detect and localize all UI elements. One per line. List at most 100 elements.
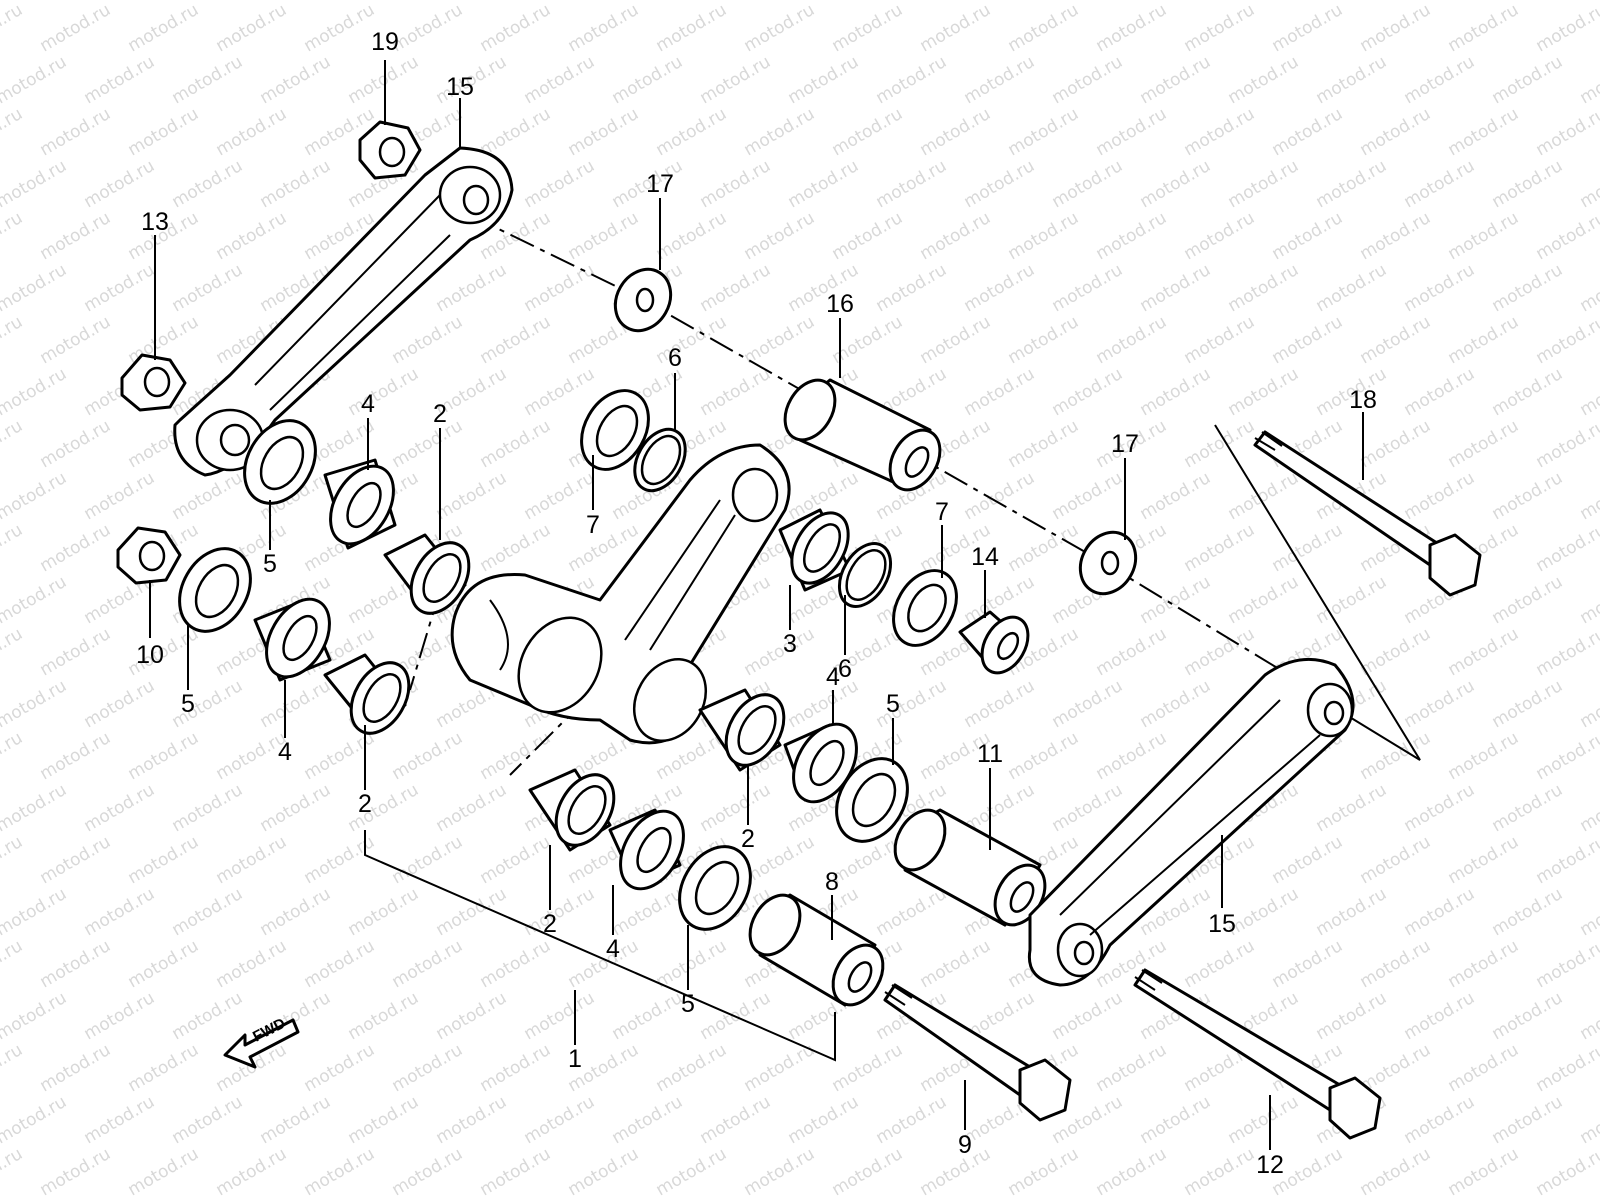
watermark-text: motod.ru [1533, 936, 1600, 992]
watermark-text: motod.ru [873, 1092, 951, 1148]
watermark-text: motod.ru [1005, 728, 1083, 784]
watermark-text: motod.ru [0, 364, 70, 420]
watermark-text: motod.ru [1313, 988, 1391, 1044]
nut-13 [120, 353, 187, 412]
callout-2-upper: 2 [433, 400, 447, 428]
watermark-text: motod.ru [81, 468, 159, 524]
watermark-text: motod.ru [1093, 728, 1171, 784]
washer-5-front-lower [678, 845, 752, 931]
watermark-text: motod.ru [0, 156, 70, 212]
watermark-text: motod.ru [169, 468, 247, 524]
watermark-text: motod.ru [477, 312, 555, 368]
watermark-text: motod.ru [697, 1092, 775, 1148]
watermark-text: motod.ru [345, 364, 423, 420]
watermark-text: motod.ru [1181, 104, 1259, 160]
watermark-text: motod.ru [1049, 52, 1127, 108]
watermark-text: motod.ru [345, 988, 423, 1044]
watermark-text: motod.ru [1225, 1092, 1303, 1148]
watermark-text: motod.ru [345, 52, 423, 108]
watermark-text: motod.ru [1137, 52, 1215, 108]
watermark-text: motod.ru [0, 52, 70, 108]
watermark-text: motod.ru [1269, 104, 1347, 160]
watermark-text: motod.ru [653, 0, 731, 56]
watermark-text: motod.ru [1269, 832, 1347, 888]
callout-15-upper: 15 [446, 73, 474, 101]
watermark-text: motod.ru [521, 1092, 599, 1148]
watermark-text: motod.ru [873, 156, 951, 212]
watermark-text: motod.ru [433, 988, 511, 1044]
callout-18: 18 [1349, 386, 1377, 414]
watermark-text: motod.ru [1137, 364, 1215, 420]
callout-4-front: 4 [606, 935, 620, 963]
watermark-text: motod.ru [1357, 208, 1435, 264]
watermark-text: motod.ru [0, 208, 26, 264]
nut-10 [116, 526, 182, 585]
watermark-text: motod.ru [1445, 1040, 1523, 1096]
watermark-text: motod.ru [1049, 364, 1127, 420]
watermark-text: motod.ru [653, 312, 731, 368]
watermark-text: motod.ru [389, 0, 467, 56]
watermark-text: motod.ru [169, 0, 247, 4]
watermark-text: motod.ru [1225, 260, 1303, 316]
watermark-text: motod.ru [609, 1092, 687, 1148]
watermark-text: motod.ru [477, 416, 555, 472]
watermark-text: motod.ru [389, 1144, 467, 1200]
watermark-text: motod.ru [1313, 52, 1391, 108]
watermark-text: motod.ru [0, 676, 70, 732]
watermark-text: motod.ru [301, 832, 379, 888]
watermark-text: motod.ru [125, 936, 203, 992]
watermark-text: motod.ru [609, 988, 687, 1044]
watermark-text: motod.ru [1357, 312, 1435, 368]
watermark-text: motod.ru [741, 1144, 819, 1200]
watermark-text: motod.ru [433, 260, 511, 316]
fwd-direction-arrow: FWD [223, 1015, 300, 1069]
watermark-text: motod.ru [1445, 208, 1523, 264]
watermark-text: motod.ru [521, 52, 599, 108]
watermark-text: motod.ru [785, 156, 863, 212]
bearing-3 [778, 508, 852, 592]
watermark-text: motod.ru [697, 52, 775, 108]
watermark-text: motod.ru [1269, 0, 1347, 56]
watermark-text: motod.ru [1357, 1144, 1435, 1200]
watermark-text: motod.ru [521, 884, 599, 940]
watermark-text: motod.ru [81, 676, 159, 732]
watermark-text: motod.ru [1401, 1092, 1479, 1148]
watermark-text: motod.ru [785, 52, 863, 108]
watermark-text: motod.ru [1489, 1092, 1567, 1148]
watermark-text: motod.ru [37, 624, 115, 680]
watermark-text: motod.ru [521, 156, 599, 212]
watermark-text: motod.ru [565, 104, 643, 160]
watermark-text: motod.ru [1445, 1144, 1523, 1200]
watermark-text: motod.ru [653, 936, 731, 992]
watermark-text: motod.ru [1489, 780, 1567, 836]
tie-rod-upper [173, 146, 514, 477]
watermark-text: motod.ru [917, 104, 995, 160]
callout-7-lower: 7 [935, 498, 949, 526]
watermark-text: motod.ru [1357, 0, 1435, 56]
watermark-text: motod.ru [1093, 208, 1171, 264]
watermark-text: motod.ru [1313, 156, 1391, 212]
watermark-text: motod.ru [301, 0, 379, 56]
watermark-text: motod.ru [829, 1144, 907, 1200]
watermark-text: motod.ru [829, 104, 907, 160]
watermark-text: motod.ru [477, 0, 555, 56]
watermark-text: motod.ru [0, 572, 70, 628]
watermark-text: motod.ru [169, 156, 247, 212]
watermark-text: motod.ru [961, 156, 1039, 212]
watermark-text: motod.ru [917, 0, 995, 56]
watermark-text: motod.ru [521, 988, 599, 1044]
watermark-text: motod.ru [1093, 0, 1171, 56]
oring-6-upper [633, 427, 687, 493]
washer-5-lower [178, 547, 252, 633]
watermark-text: motod.ru [785, 1092, 863, 1148]
watermark-text: motod.ru [37, 208, 115, 264]
watermark-text: motod.ru [1533, 312, 1600, 368]
watermark-text: motod.ru [0, 1144, 26, 1200]
watermark-text: motod.ru [125, 1144, 203, 1200]
watermark-text: motod.ru [477, 936, 555, 992]
callout-numbers: 19 15 13 17 16 6 7 4 2 5 10 18 17 7 14 3… [136, 28, 1377, 1179]
watermark-text: motod.ru [0, 416, 26, 472]
watermark-text: motod.ru [1049, 676, 1127, 732]
watermark-text: motod.ru [697, 156, 775, 212]
watermark-text: motod.ru [0, 520, 26, 576]
